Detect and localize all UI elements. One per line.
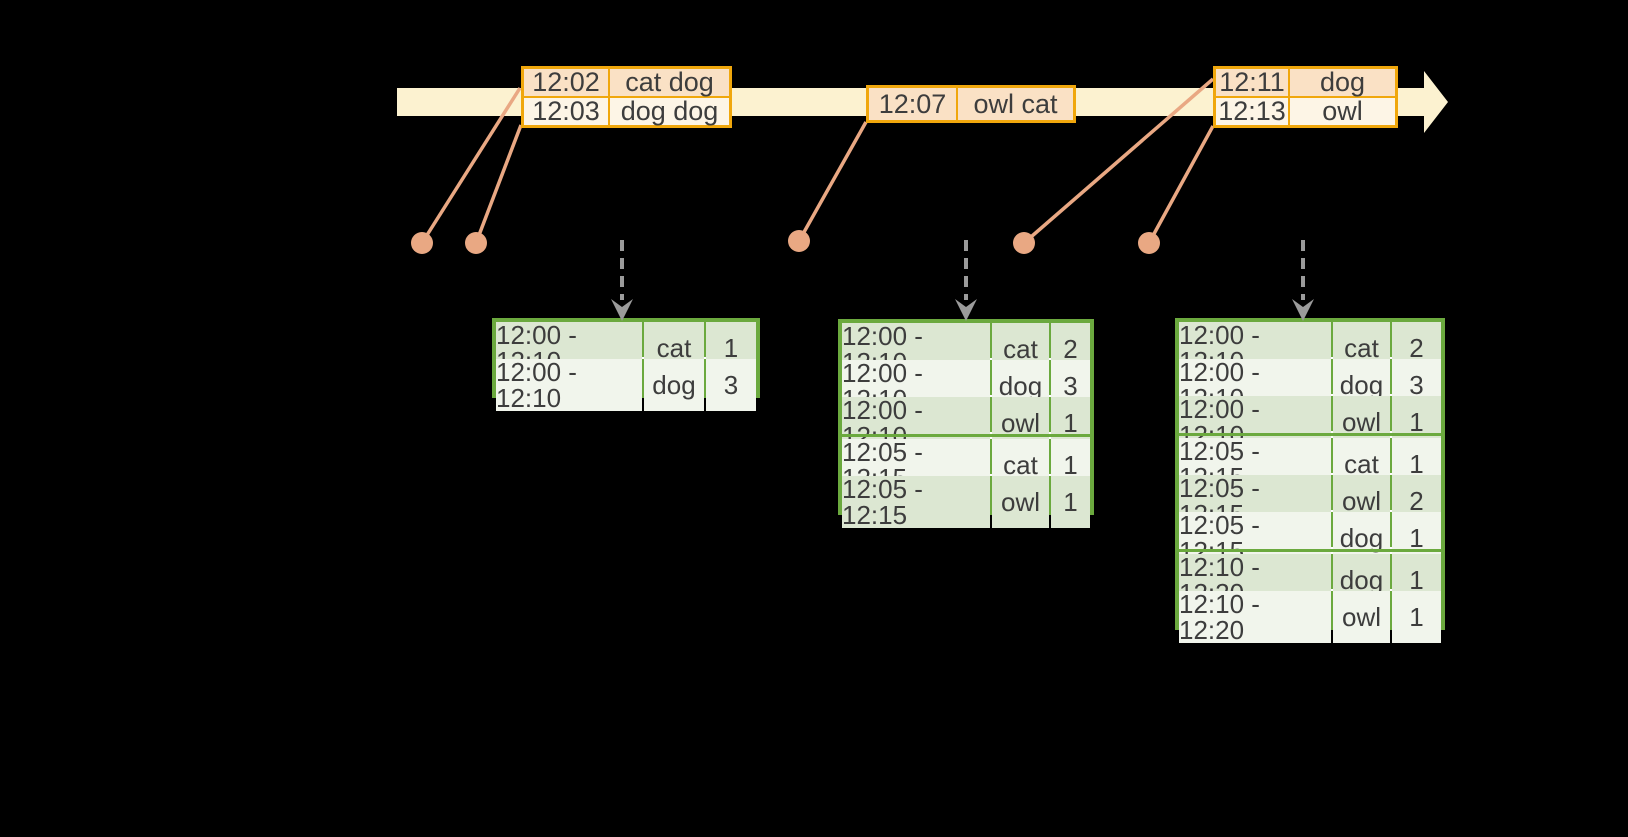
marker-line — [474, 124, 523, 244]
result-row: 12:00 - 12:10 cat 2 — [1179, 322, 1441, 374]
event-row: 12:07 owl cat — [869, 88, 1073, 120]
result-table-1: 12:00 - 12:10 cat 1 12:00 - 12:10 dog 3 — [492, 318, 760, 411]
result-row: 12:00 - 12:10 dog 3 — [842, 360, 1090, 412]
result-row: 12:05 - 12:15 owl 2 — [1179, 475, 1441, 527]
arrow-down-icon — [955, 299, 977, 321]
window-group-separator — [842, 434, 1090, 437]
word-cell: dog — [644, 359, 704, 411]
event-time-cell: 12:02 — [524, 69, 608, 96]
window-cell: 12:10 - 12:20 — [1179, 591, 1331, 643]
result-row: 12:00 - 12:10 dog 3 — [1179, 359, 1441, 411]
result-row: 12:05 - 12:15 owl 1 — [842, 476, 1090, 528]
event-row: 12:03 dog dog — [524, 98, 729, 125]
event-dot-icon — [1013, 232, 1035, 254]
event-time-cell: 12:07 — [869, 88, 956, 120]
result-row: 12:05 - 12:15 cat 1 — [842, 439, 1090, 491]
event-row: 12:02 cat dog — [524, 69, 729, 96]
trigger-dash-lines — [620, 240, 1305, 300]
event-dot-icon — [1138, 232, 1160, 254]
event-table-3: 12:11 dog 12:13 owl — [1213, 66, 1398, 128]
marker-line — [1147, 125, 1215, 244]
timeline-arrowhead-icon — [1424, 71, 1448, 133]
result-row: 12:00 - 12:10 cat 1 — [496, 322, 756, 374]
event-dot-icon — [465, 232, 487, 254]
event-table-1: 12:02 cat dog 12:03 dog dog — [521, 66, 732, 128]
event-time-cell: 12:03 — [524, 98, 608, 125]
event-dot-icon — [411, 232, 433, 254]
result-table-2: 12:00 - 12:10 cat 2 12:00 - 12:10 dog 3 … — [838, 319, 1094, 528]
count-cell: 1 — [1051, 476, 1090, 528]
event-words-cell: dog dog — [610, 98, 729, 125]
window-group-separator — [1179, 549, 1441, 552]
result-table-3: 12:00 - 12:10 cat 2 12:00 - 12:10 dog 3 … — [1175, 318, 1445, 643]
result-row: 12:10 - 12:20 dog 1 — [1179, 554, 1441, 606]
word-cell: owl — [1333, 591, 1390, 643]
result-row: 12:00 - 12:10 owl 1 — [1179, 396, 1441, 448]
word-cell: owl — [992, 476, 1049, 528]
word-cell: dog — [1333, 359, 1390, 411]
window-group-separator — [1179, 433, 1441, 436]
count-cell: 3 — [706, 359, 756, 411]
window-cell: 12:05 - 12:15 — [842, 476, 990, 528]
result-row: 12:00 - 12:10 dog 3 — [496, 359, 756, 411]
event-words-cell: dog — [1290, 69, 1395, 96]
event-table-2: 12:07 owl cat — [866, 85, 1076, 123]
event-time-cell: 12:13 — [1216, 98, 1288, 125]
event-time-cell: 12:11 — [1216, 69, 1288, 96]
marker-dots — [411, 230, 1160, 254]
result-row: 12:00 - 12:10 owl 1 — [842, 397, 1090, 449]
event-words-cell: owl — [1290, 98, 1395, 125]
result-row: 12:10 - 12:20 owl 1 — [1179, 591, 1441, 643]
result-row: 12:05 - 12:15 cat 1 — [1179, 438, 1441, 490]
event-words-cell: owl cat — [958, 88, 1073, 120]
event-dot-icon — [788, 230, 810, 252]
event-row: 12:11 dog — [1216, 69, 1395, 96]
marker-line — [797, 121, 868, 242]
result-row: 12:05 - 12:15 dog 1 — [1179, 512, 1441, 564]
result-row: 12:00 - 12:10 cat 2 — [842, 323, 1090, 375]
window-cell: 12:00 - 12:10 — [496, 359, 642, 411]
count-cell: 1 — [1392, 591, 1441, 643]
event-row: 12:13 owl — [1216, 98, 1395, 125]
event-words-cell: cat dog — [610, 69, 729, 96]
